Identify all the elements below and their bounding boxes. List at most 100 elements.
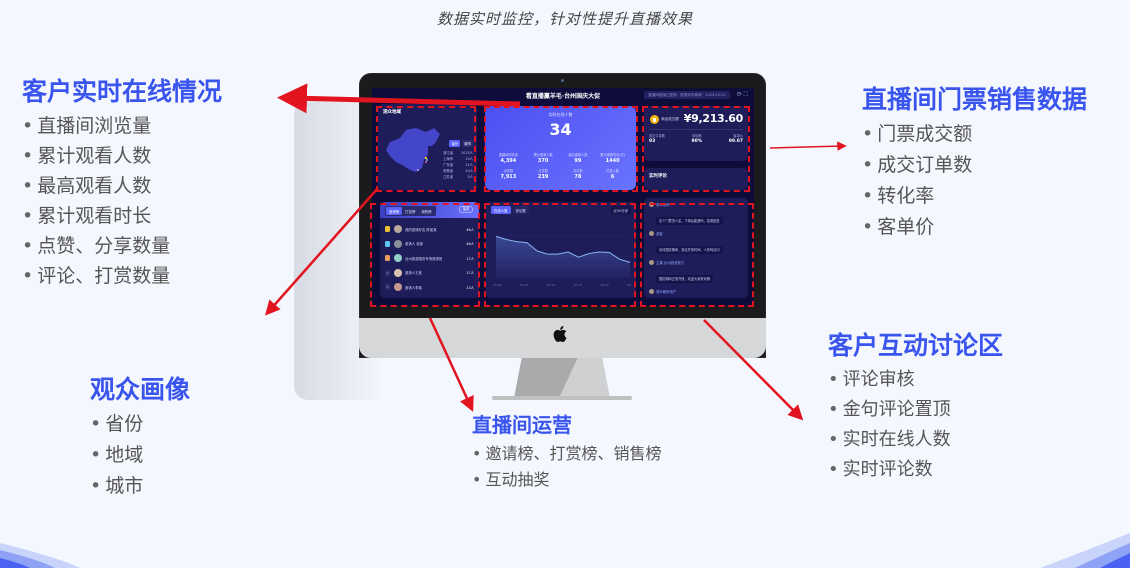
svg-text:20:05: 20:05 [520,283,529,287]
camera-dot [561,79,564,82]
note-list: 省份 地域 城市 [90,409,190,502]
live-online-label: 实时在线人数 [548,112,573,117]
note-list: 评论审核 金句评论置顶 实时在线人数 实时评论数 [828,365,1003,485]
sales-label: 商品成交额 [661,117,679,121]
highlight-comments [640,203,754,307]
toggle-province[interactable]: 省份 [449,140,461,147]
note-list: 直播间浏览量 累计观看人数 最高观看人数 累计观看时长 点赞、分享数量 评论、打… [22,111,222,291]
note-list: 邀请榜、打赏榜、销售榜 互动抽奖 [472,441,661,493]
avatar [394,268,402,277]
tab-invite[interactable]: 邀请榜 [386,207,403,215]
note-item: 评论、打赏数量 [22,261,222,291]
highlight-map [376,106,476,192]
note-item: 门票成交额 [862,119,1087,150]
apple-logo-icon [553,326,567,342]
map-toggle: 省份 城市 [443,140,473,147]
note-item: 邀请榜、打赏榜、销售榜 [472,441,661,467]
note-item: 省份 [90,409,190,440]
note-item: 转化率 [862,181,1087,212]
decorative-waves [0,533,1130,568]
note-online-status: 客户实时在线情况 直播间浏览量 累计观看人数 最高观看人数 累计观看时长 点赞、… [22,77,223,291]
note-title: 客户实时在线情况 [22,77,223,106]
tab-online[interactable]: 在线人数 [491,206,511,214]
svg-text:20:15: 20:15 [573,283,582,287]
note-item: 评论审核 [828,365,1003,395]
refresh-icon[interactable]: ⟳ [736,91,742,98]
comment-header-panel: 实时评论 [644,168,748,190]
rank-number: 4 [385,269,390,276]
highlight-rank [370,203,480,307]
lottery-button[interactable]: 抽奖 [459,206,473,213]
note-item: 点赞、分享数量 [22,231,222,261]
comment-item[interactable]: 观众昵称用户好 [649,289,743,298]
rank-number: 5 [385,284,390,291]
fullscreen-icon[interactable]: ⛶ [743,91,748,98]
note-audience-profile: 观众画像 省份 地域 城市 [90,375,191,502]
panel-title: 实时评论 [649,174,667,179]
note-item: 成交订单数 [862,150,1087,181]
highlight-chart [484,203,636,307]
live-online-count: 34 [549,120,572,139]
tab-comments[interactable]: 评论数 [512,206,529,214]
china-map[interactable] [382,124,442,178]
highlight-live [484,106,638,192]
highlight-sales [642,106,750,192]
note-live-operations: 直播间运营 邀请榜、打赏榜、销售榜 互动抽奖 [472,414,661,493]
divider [649,129,743,130]
note-item: 累计观看时长 [22,201,222,231]
note-list: 门票成交额 成交订单数 转化率 客单价 [862,119,1087,243]
dashboard-title: 看直播赢羊毛·台州国庆大促 [525,93,601,100]
note-item: 累计观看人数 [22,141,222,171]
comment-item[interactable]: 游客请问国庆期间，景区开放时间，人多吗请问 [649,231,743,255]
note-item: 城市 [90,471,190,502]
time-range-select[interactable]: 近30分钟 [610,206,631,214]
chart-tabs: 在线人数 评论数 [491,206,529,214]
svg-text:20:10: 20:10 [547,283,556,287]
avatar [394,283,402,292]
avatar [394,239,402,248]
sales-amount: ¥9,213.60 [683,112,744,125]
note-item: 直播间浏览量 [22,111,222,141]
comment-item[interactable]: 主播 台州旅游官方国庆期间正常开放，欢迎大家来玩哦 [649,260,743,284]
comments-panel: 观众昵称这个门票怎么买，下单后能退吗，急需回复 游客请问国庆期间，景区开放时间，… [644,198,748,298]
note-item: 地域 [90,440,190,471]
note-item: 实时评论数 [828,455,1003,485]
tab-reward[interactable]: 打赏榜 [405,209,416,214]
medal-bronze-icon [385,255,390,262]
avatar [394,225,402,234]
toggle-city[interactable]: 城市 [462,140,473,147]
note-item: 金句评论置顶 [828,395,1003,425]
dashboard-top-info: 直播间链接已复制 · 数据实时刷新 · 2023/10/01 [644,91,730,99]
tab-sales[interactable]: 销售榜 [421,209,432,214]
note-title: 直播间门票销售数据 [862,85,1088,114]
note-title: 直播间运营 [472,413,572,437]
note-title: 观众画像 [90,375,191,404]
note-item: 实时在线人数 [828,425,1003,455]
note-item: 互动抽奖 [472,467,661,493]
monitor-stand [514,358,610,398]
live-stat: 累计观看时长(分)1440 [600,153,626,164]
